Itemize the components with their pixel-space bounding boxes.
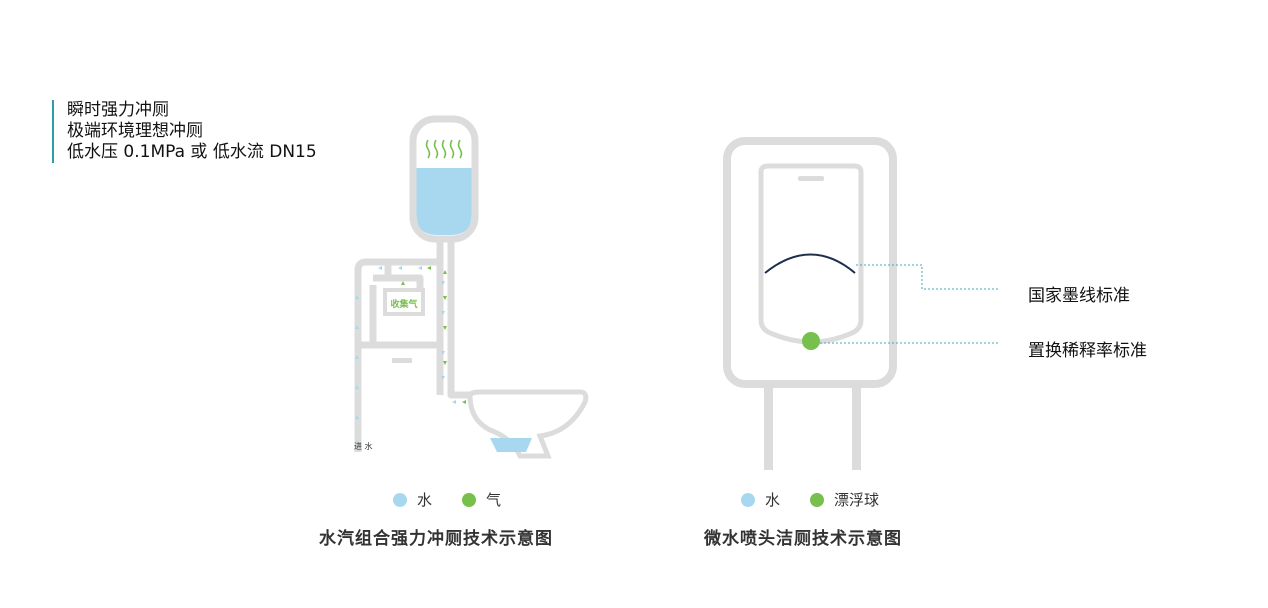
feature-item: 极端环境理想冲厕 xyxy=(67,121,203,141)
air-dot-icon xyxy=(462,492,477,507)
toilet-bowl xyxy=(467,389,589,459)
feature-item: 低水压 0.1MPa 或 低水流 DN15 xyxy=(67,142,317,162)
right-caption: 微水喷头洁厕技术示意图 xyxy=(704,529,902,549)
water-flow-arrows xyxy=(355,266,456,444)
legend-air-label: 气 xyxy=(486,491,502,509)
micro-water-spray-diagram xyxy=(723,137,998,470)
left-legend: 水 气 xyxy=(393,489,501,510)
feature-list: 瞬时强力冲厕 极端环境理想冲厕 低水压 0.1MPa 或 低水流 DN15 xyxy=(52,100,317,163)
spray-nozzle xyxy=(798,176,824,181)
tank-water xyxy=(416,168,472,235)
valve-bar xyxy=(392,358,412,363)
water-air-flush-diagram: 收集气 进 水 xyxy=(354,115,589,459)
inlet-label: 进 水 xyxy=(354,441,373,451)
left-caption: 水汽组合强力冲厕技术示意图 xyxy=(319,529,553,549)
steam-icon xyxy=(425,139,463,159)
air-flow-arrows xyxy=(401,266,466,404)
support-leg-left xyxy=(764,384,773,470)
feature-item: 瞬时强力冲厕 xyxy=(67,100,169,120)
legend-water-label: 水 xyxy=(417,491,433,509)
legend-water-label: 水 xyxy=(765,491,781,509)
water-tank xyxy=(409,115,479,243)
ink-line-arc xyxy=(764,253,856,274)
float-ball xyxy=(802,332,820,350)
water-dot-icon xyxy=(741,492,755,507)
bowl-water xyxy=(490,438,532,452)
legend-float-ball-label: 漂浮球 xyxy=(834,491,880,509)
callout-ink-line-standard: 国家墨线标准 xyxy=(1028,286,1130,306)
pipe-network xyxy=(354,239,474,452)
support-leg-right xyxy=(852,384,861,470)
air-collector-box xyxy=(383,288,425,316)
air-collector-label: 收集气 xyxy=(390,298,417,310)
float-ball-dot-icon xyxy=(810,492,825,507)
water-dot-icon xyxy=(393,492,407,507)
leader-line-ink-standard xyxy=(856,264,998,290)
right-legend: 水 漂浮球 xyxy=(741,489,879,510)
callout-dilution-rate-standard: 置换稀释率标准 xyxy=(1028,341,1147,361)
